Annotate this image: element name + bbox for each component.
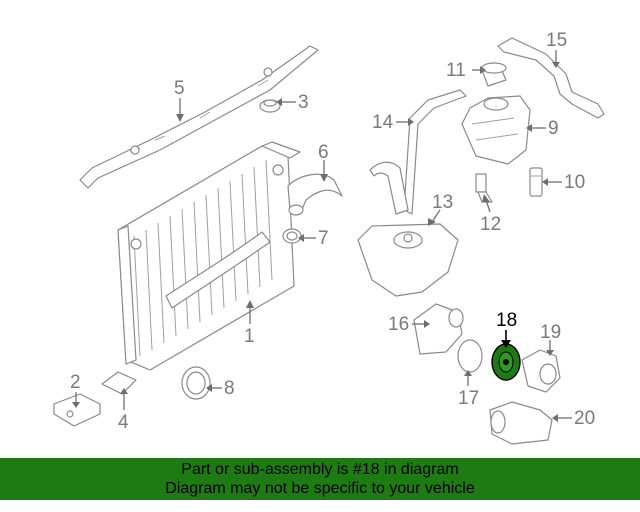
part-8-clamp xyxy=(181,366,211,400)
part-2-bracket xyxy=(53,393,101,427)
callout-5: 5 xyxy=(174,78,185,99)
banner-line-2: Diagram may not be specific to your vehi… xyxy=(165,480,475,497)
part-18-thermostat xyxy=(491,343,521,381)
part-10-bleeder xyxy=(529,167,543,197)
callout-3: 3 xyxy=(298,92,309,113)
callout-8: 8 xyxy=(224,378,235,399)
callout-11: 11 xyxy=(446,60,466,81)
callout-10: 10 xyxy=(564,172,585,193)
part-3-grommet xyxy=(259,99,281,113)
part-7-hose-clamp xyxy=(282,228,302,244)
callout-18-highlighted: 18 xyxy=(496,310,517,331)
callout-1: 1 xyxy=(244,326,255,347)
callout-4: 4 xyxy=(118,412,129,433)
callout-14: 14 xyxy=(372,112,394,133)
callout-17: 17 xyxy=(458,388,479,409)
callout-16: 16 xyxy=(388,314,409,335)
part-6-upper-hose xyxy=(287,173,343,216)
part-20-inlet-tube xyxy=(489,401,553,445)
info-banner: Part or sub-assembly is #18 in diagram D… xyxy=(0,458,640,500)
callout-2: 2 xyxy=(70,372,81,393)
callout-labels: 5 3 6 7 1 8 2 4 14 15 11 9 10 12 13 16 1… xyxy=(70,30,595,433)
leader-lines xyxy=(72,50,572,422)
part-11-reservoir-cap xyxy=(481,62,507,87)
part-14-heater-hose xyxy=(369,89,467,215)
part-15-vent-hose xyxy=(497,37,605,119)
part-17-gasket xyxy=(457,339,483,373)
part-19-thermostat-housing xyxy=(521,349,561,393)
callout-15: 15 xyxy=(546,30,567,51)
callout-9: 9 xyxy=(548,118,559,139)
banner-line-1: Part or sub-assembly is #18 in diagram xyxy=(181,461,459,478)
part-13-housing xyxy=(357,223,459,297)
part-9-coolant-reservoir xyxy=(461,95,531,165)
callout-7: 7 xyxy=(318,228,329,249)
callout-13: 13 xyxy=(432,192,453,213)
part-5-radiator-deflector xyxy=(79,45,319,189)
part-4-insulator xyxy=(101,371,137,395)
callout-6: 6 xyxy=(318,142,329,163)
part-16-water-outlet xyxy=(413,303,464,355)
callout-19: 19 xyxy=(540,322,561,343)
callout-20: 20 xyxy=(574,408,595,429)
part-1-radiator xyxy=(117,141,301,371)
callout-12: 12 xyxy=(480,214,501,235)
